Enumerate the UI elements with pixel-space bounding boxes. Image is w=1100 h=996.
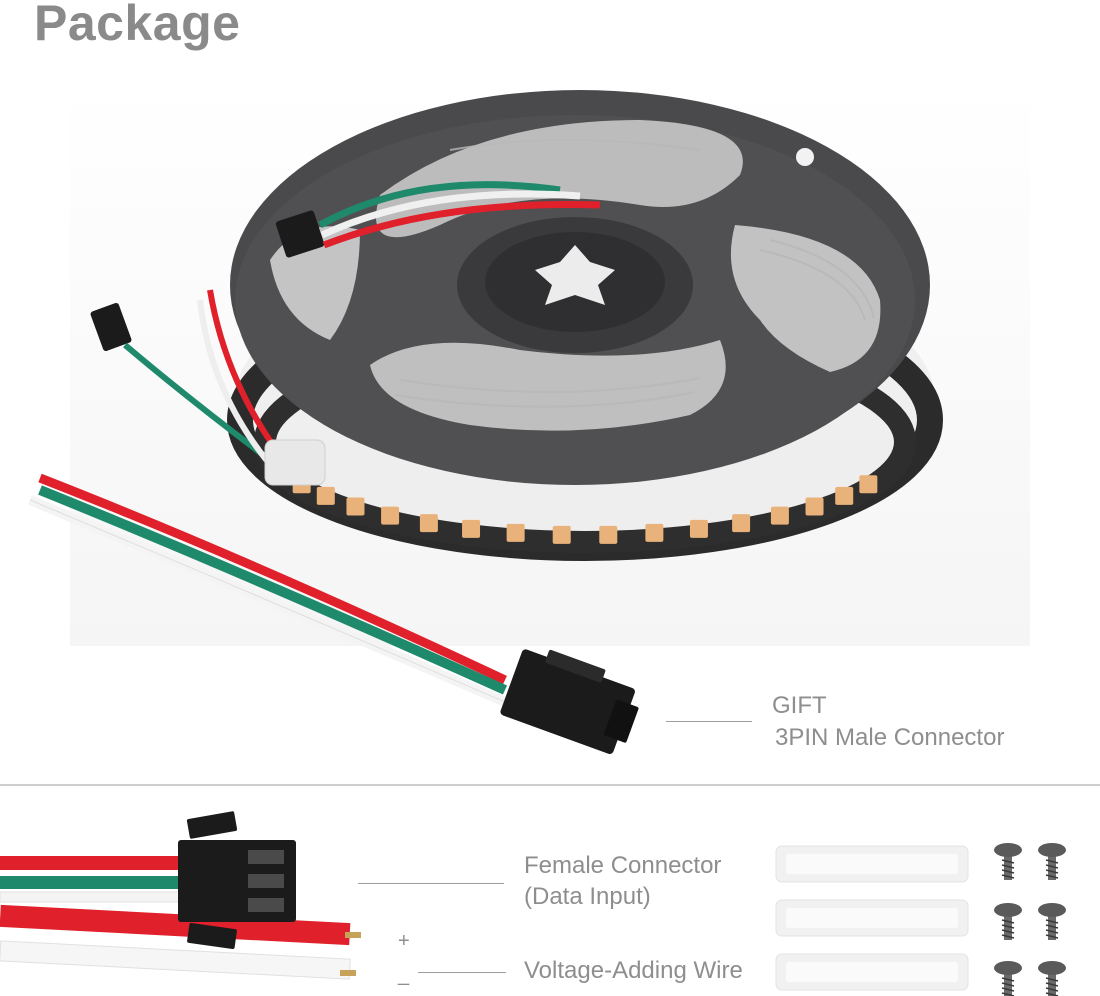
section-divider [0, 784, 1100, 786]
led-chip [645, 523, 664, 542]
screw-icon [1038, 903, 1066, 940]
led-chip [316, 486, 335, 505]
led-strip-reel-illustration [28, 80, 1030, 754]
led-chip [419, 514, 438, 533]
led-chip [506, 523, 525, 542]
led-chip [552, 525, 571, 544]
screw-icon [1038, 843, 1066, 880]
screw-icon [994, 903, 1022, 940]
female-connector-label: Female Connector [524, 852, 722, 879]
mounting-clip [775, 899, 969, 937]
led-chip [346, 497, 365, 516]
screw-icon [1038, 961, 1066, 996]
data-input-label: (Data Input) [524, 883, 651, 910]
screw-icon [994, 843, 1022, 880]
input-wires-left [90, 289, 326, 486]
plus-sign: + [398, 930, 410, 952]
led-chip [381, 506, 400, 525]
led-chip [689, 519, 708, 538]
led-chip [732, 514, 751, 533]
male-connector-cable [28, 473, 508, 707]
led-chip [859, 475, 878, 494]
female-connector-illustration [0, 811, 361, 980]
gift-label: GIFT [772, 692, 827, 719]
mounting-clips [775, 845, 969, 991]
voltage-wire-label: Voltage-Adding Wire [524, 957, 743, 984]
reel-connector [275, 181, 601, 258]
led-chip [462, 519, 481, 538]
male-connector [500, 649, 639, 754]
minus-sign: _ [398, 964, 410, 986]
screw-icon [994, 961, 1022, 996]
led-chip [599, 525, 618, 544]
led-chip [770, 506, 789, 525]
led-chip [805, 497, 824, 516]
voltage-wire-leader-line [418, 972, 506, 973]
female-connector-leader-line [358, 883, 504, 884]
screws [994, 843, 1066, 996]
led-chip [835, 486, 854, 505]
mounting-clip [775, 845, 969, 883]
page-title: Package [34, 0, 241, 51]
male-connector-label: 3PIN Male Connector [775, 724, 1005, 751]
gift-leader-line [666, 721, 752, 722]
mounting-clip [775, 953, 969, 991]
